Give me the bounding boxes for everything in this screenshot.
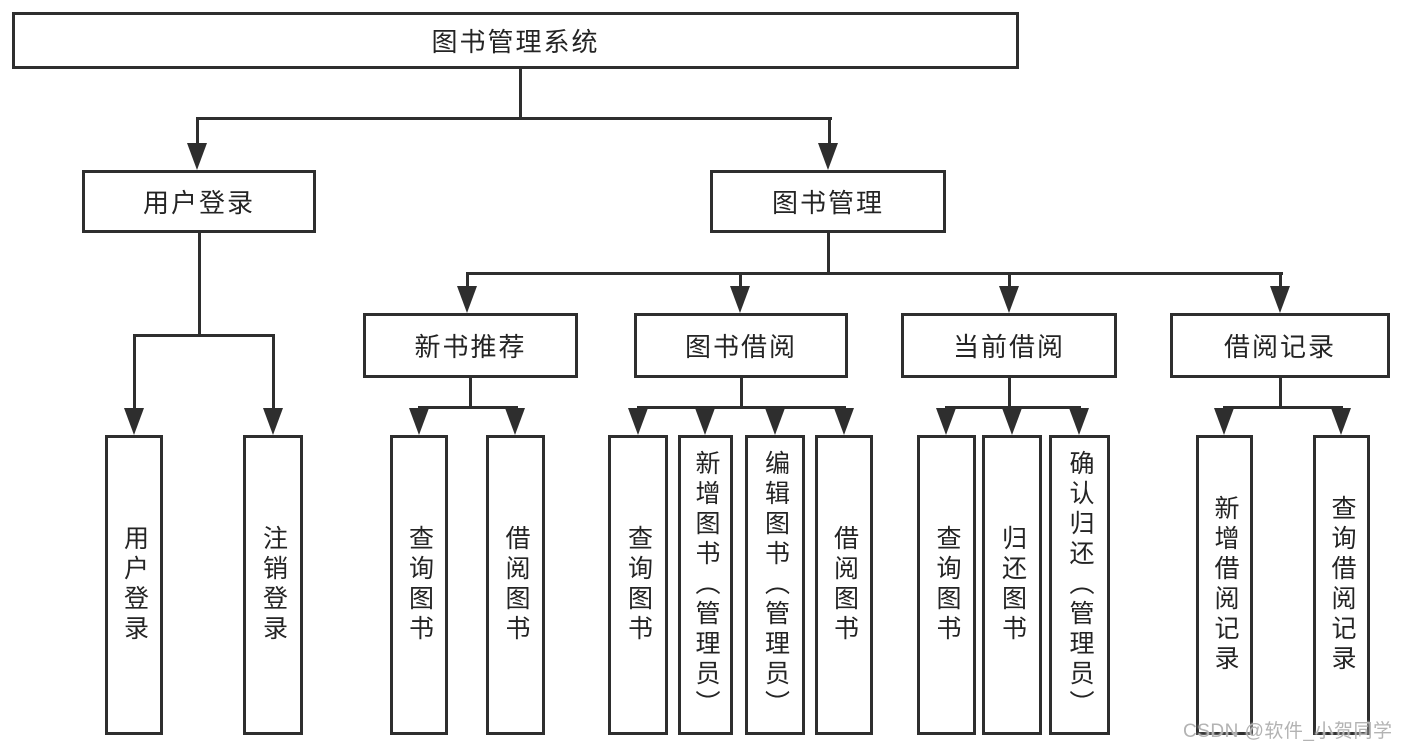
arrowhead	[765, 408, 785, 435]
leaf-label: 编辑图书（管理员）	[761, 450, 790, 720]
arrowhead	[1331, 408, 1351, 435]
connector-line	[466, 272, 469, 288]
node-user-login: 用户登录	[82, 170, 316, 233]
leaf-logout: 注销登录	[243, 435, 303, 735]
leaf-confirm-return-admin: 确认归还（管理员）	[1049, 435, 1110, 735]
leaf-query-books-current: 查询图书	[917, 435, 976, 735]
leaf-add-book-admin: 新增图书（管理员）	[678, 435, 733, 735]
leaf-edit-book-admin: 编辑图书（管理员）	[745, 435, 805, 735]
arrowhead	[1002, 408, 1022, 435]
connector-line	[1008, 378, 1011, 409]
arrowhead	[409, 408, 429, 435]
node-label: 图书借阅	[684, 332, 797, 362]
node-label: 借阅记录	[1223, 332, 1336, 362]
leaf-query-borrow-record: 查询借阅记录	[1313, 435, 1370, 735]
arrowhead	[1270, 286, 1290, 313]
connector-line	[196, 117, 832, 120]
connector-line	[418, 406, 518, 409]
leaf-label: 新增图书（管理员）	[692, 450, 720, 720]
leaf-label: 借阅图书	[502, 525, 530, 645]
connector-line	[133, 334, 136, 410]
node-label: 图书管理	[771, 188, 884, 218]
leaf-query-books-recommend: 查询图书	[390, 435, 448, 735]
arrowhead	[695, 408, 715, 435]
leaf-borrow-books-recommend: 借阅图书	[486, 435, 545, 735]
connector-line	[739, 272, 742, 288]
leaf-label: 借阅图书	[830, 525, 859, 645]
leaf-label: 确认归还（管理员）	[1066, 450, 1094, 720]
arrowhead	[457, 286, 477, 313]
connector-line	[945, 406, 1081, 409]
leaf-user-login: 用户登录	[105, 435, 163, 735]
node-book-borrowing: 图书借阅	[634, 313, 848, 378]
connector-line	[133, 334, 275, 337]
leaf-query-books-borrowing: 查询图书	[608, 435, 668, 735]
node-current-borrowing: 当前借阅	[901, 313, 1117, 378]
arrowhead	[263, 408, 283, 435]
connector-line	[827, 233, 830, 274]
node-label: 图书管理系统	[431, 27, 600, 57]
connector-line	[272, 334, 275, 410]
arrowhead	[505, 408, 525, 435]
node-label: 用户登录	[142, 188, 255, 218]
connector-line	[740, 378, 743, 409]
connector-line	[466, 272, 1283, 275]
arrowhead	[818, 143, 838, 170]
leaf-borrow-books-borrowing: 借阅图书	[815, 435, 873, 735]
connector-line	[196, 117, 199, 145]
connector-line	[1279, 378, 1282, 409]
arrowhead	[1069, 408, 1089, 435]
leaf-label: 注销登录	[259, 525, 288, 645]
connector-line	[519, 68, 522, 119]
connector-line	[469, 378, 472, 409]
leaf-label: 查询借阅记录	[1328, 495, 1356, 675]
node-book-management: 图书管理	[710, 170, 946, 233]
leaf-label: 查询图书	[624, 525, 653, 645]
node-new-book-recommendation: 新书推荐	[363, 313, 578, 378]
connector-line	[828, 117, 831, 145]
arrowhead	[1214, 408, 1234, 435]
node-borrowing-records: 借阅记录	[1170, 313, 1390, 378]
arrowhead	[187, 143, 207, 170]
connector-line	[198, 233, 201, 336]
arrowhead	[999, 286, 1019, 313]
leaf-return-book: 归还图书	[982, 435, 1042, 735]
arrowhead	[936, 408, 956, 435]
node-library-management-system: 图书管理系统	[12, 12, 1019, 69]
arrowhead	[834, 408, 854, 435]
arrowhead	[124, 408, 144, 435]
node-label: 新书推荐	[414, 332, 527, 362]
csdn-watermark: CSDN @软件_小贺同学	[1183, 721, 1393, 742]
connector-line	[1279, 272, 1282, 288]
connector-line	[1008, 272, 1011, 288]
leaf-label: 查询图书	[933, 525, 961, 645]
leaf-label: 归还图书	[998, 525, 1027, 645]
connector-line	[637, 406, 846, 409]
leaf-label: 新增借阅记录	[1211, 495, 1239, 675]
leaf-label: 查询图书	[405, 525, 434, 645]
arrowhead	[628, 408, 648, 435]
leaf-label: 用户登录	[120, 525, 149, 645]
node-label: 当前借阅	[952, 332, 1065, 362]
arrowhead	[730, 286, 750, 313]
leaf-add-borrow-record: 新增借阅记录	[1196, 435, 1253, 735]
connector-line	[1223, 406, 1343, 409]
